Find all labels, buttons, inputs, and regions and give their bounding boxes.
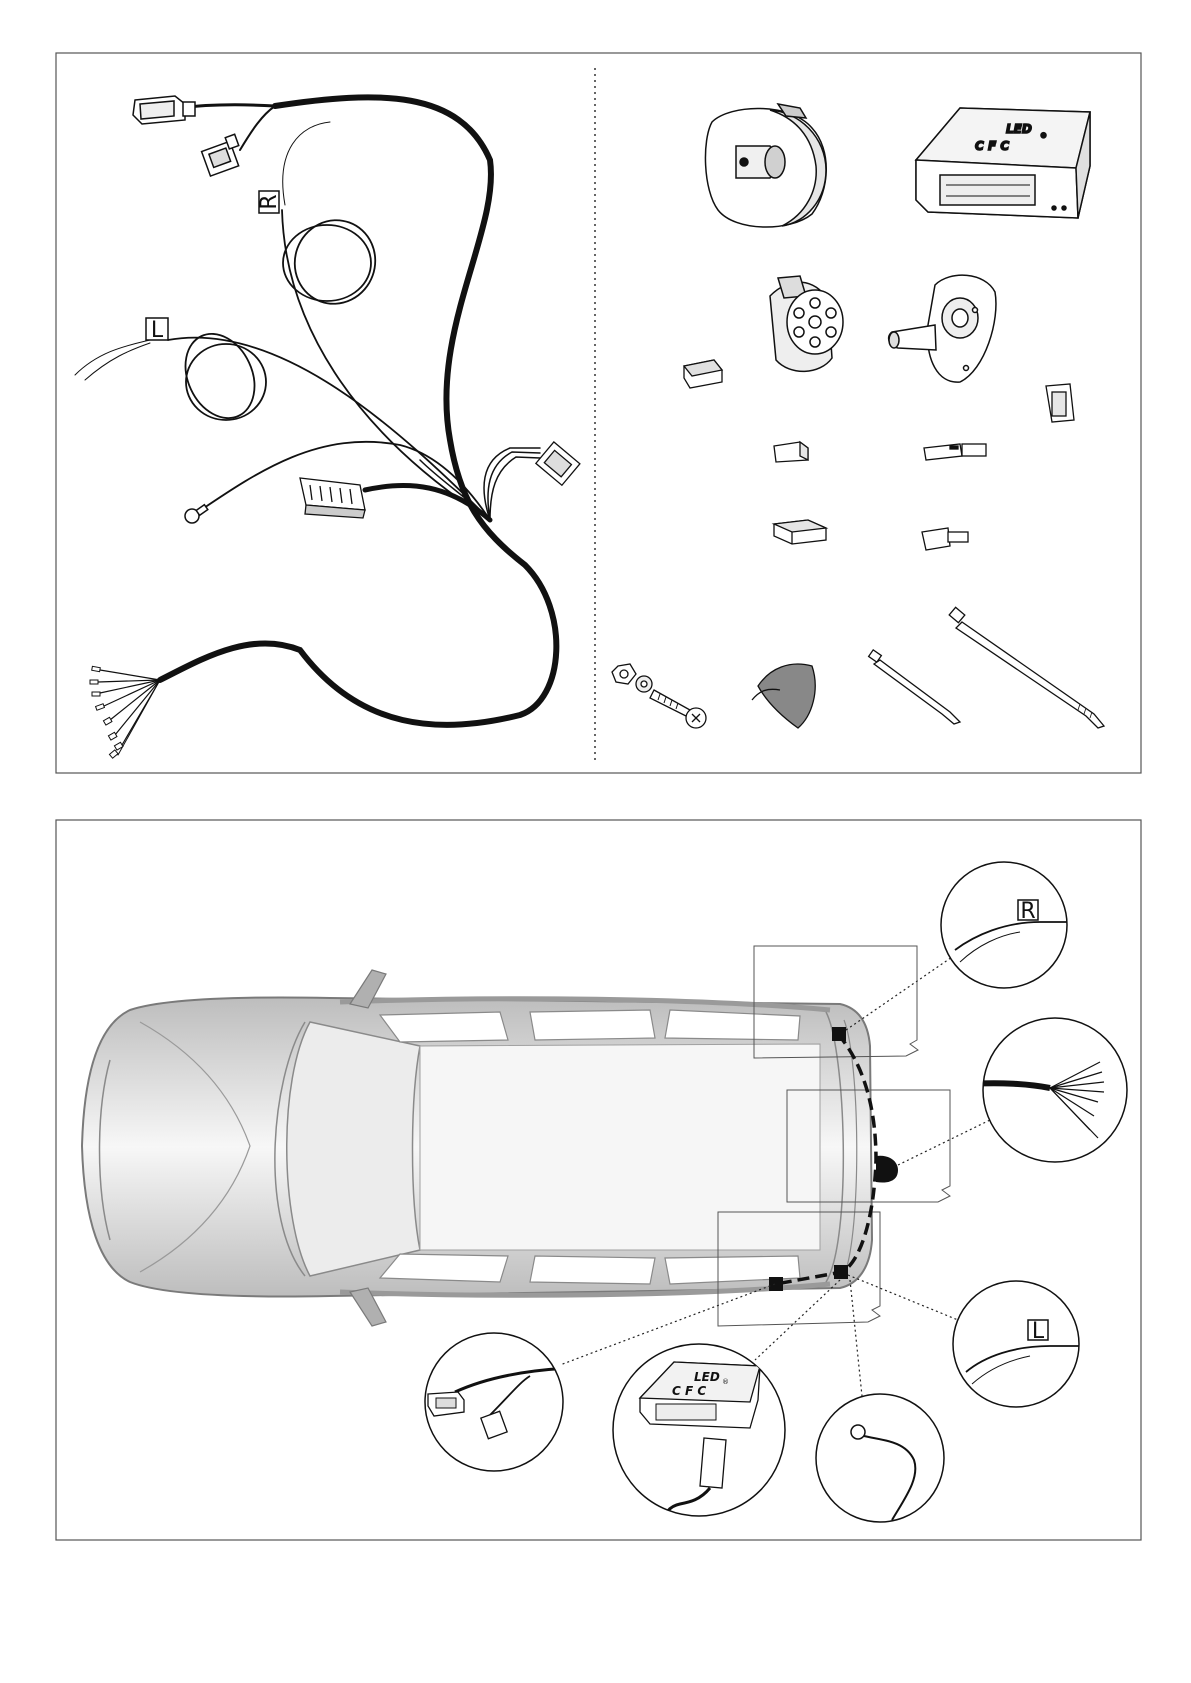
callout-vehicle-connectors <box>425 1333 570 1471</box>
right-connector <box>536 442 580 485</box>
seven-pin-socket-icon <box>770 276 843 371</box>
harness-terminals <box>90 666 123 758</box>
vehicle-socket-connector <box>200 134 245 176</box>
svg-text:LED: LED <box>1006 122 1032 136</box>
callout-tag-right: R <box>941 862 1080 988</box>
vehicle-plug-connector <box>133 96 195 124</box>
callout-tag-left: L <box>953 1281 1090 1407</box>
callout-wire-terminals <box>970 1018 1127 1162</box>
callout-ground-ring <box>816 1394 944 1522</box>
bullet-terminal-icon <box>922 528 968 550</box>
led-module-icon: LED C F C ® <box>916 108 1090 218</box>
socket-mounting-plate-icon <box>889 275 996 382</box>
callout-led-module: LED C F C ® <box>613 1344 785 1530</box>
adhesive-pad-icon <box>752 664 815 728</box>
connector-block-icon <box>684 360 722 388</box>
butt-connector-icon <box>774 520 826 544</box>
side-connector-icon <box>1046 384 1074 422</box>
svg-text:®: ® <box>722 1378 729 1386</box>
svg-text:C F C: C F C <box>672 1384 706 1398</box>
svg-text:®: ® <box>1040 132 1047 140</box>
tag-left: L <box>146 318 168 343</box>
svg-text:L: L <box>151 318 164 343</box>
wiring-harness <box>75 97 556 755</box>
svg-text:LED: LED <box>694 1370 720 1384</box>
blade-connector-icon <box>774 442 808 462</box>
svg-text:C F C: C F C <box>975 139 1009 153</box>
trailer-socket-cover-icon <box>705 104 826 227</box>
tag-right: R <box>257 191 282 213</box>
ring-terminal <box>185 505 208 523</box>
spade-terminal-icon <box>924 444 986 460</box>
module-multipin-connector <box>300 478 365 518</box>
svg-text:R: R <box>1020 899 1035 924</box>
large-cable-tie-icon <box>949 607 1104 728</box>
bolt-nut-washer-icon <box>612 664 706 728</box>
svg-text:L: L <box>1032 1319 1045 1344</box>
svg-text:R: R <box>257 194 282 209</box>
small-cable-tie-icon <box>869 650 960 724</box>
